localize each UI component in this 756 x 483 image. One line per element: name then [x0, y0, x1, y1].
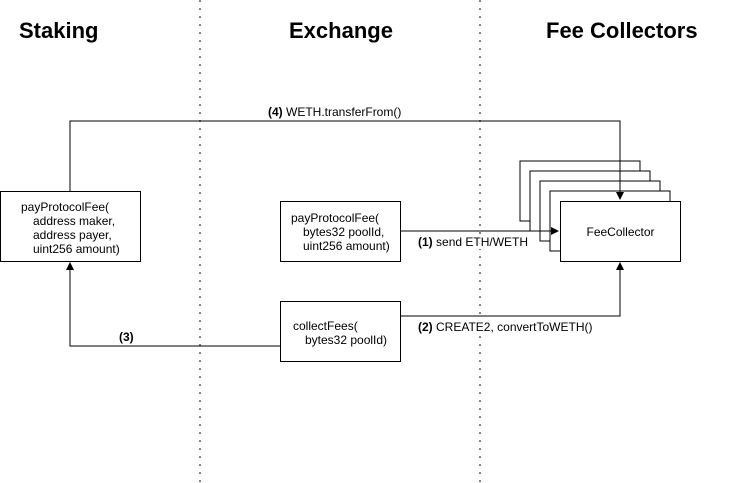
exchange-pay-protocol-fee-box[interactable]: payProtocolFee( bytes32 poolId, uint256 …: [280, 201, 401, 262]
exchange-pay-box-line-1: payProtocolFee(: [291, 211, 380, 225]
collect-box-line-1: collectFees(: [293, 319, 358, 333]
edge-2-line: [400, 262, 624, 317]
staking-box-line-4: uint256 amount): [33, 242, 120, 256]
collect-box-line-2: bytes32 poolId): [305, 333, 388, 347]
edge-1-number: (1): [418, 235, 433, 249]
edge-1-text: send ETH/WETH: [436, 235, 529, 249]
edge-2-number: (2): [418, 320, 433, 334]
edge-3-number: (3): [119, 330, 134, 344]
edge-3-label: (3): [119, 330, 134, 344]
edge-1-label: (1) send ETH/WETH: [418, 235, 529, 249]
lane-title-exchange: Exchange: [289, 18, 393, 43]
edge-4-number: (4): [268, 105, 283, 119]
staking-box-line-2: address maker,: [33, 214, 116, 228]
exchange-pay-box-line-2: bytes32 poolId,: [303, 225, 385, 239]
staking-box-line-3: address payer,: [33, 228, 112, 242]
staking-pay-protocol-fee-box[interactable]: payProtocolFee( address maker, address p…: [0, 191, 141, 262]
edge-2-label: (2) CREATE2, convertToWETH(): [418, 320, 593, 334]
edge-2-text: CREATE2, convertToWETH(): [436, 320, 593, 334]
edge-4-line: [69, 120, 624, 200]
fee-collector-box[interactable]: FeeCollector: [560, 201, 681, 262]
edge-3-line: [66, 262, 280, 347]
edge-4-label: (4) WETH.transferFrom(): [268, 105, 402, 119]
lane-title-fee-collectors: Fee Collectors: [546, 18, 698, 43]
staking-box-line-1: payProtocolFee(: [21, 200, 110, 214]
edge-4-text: WETH.transferFrom(): [286, 105, 402, 119]
exchange-collect-fees-box[interactable]: collectFees( bytes32 poolId): [280, 301, 401, 362]
fee-collector-label: FeeCollector: [586, 224, 655, 239]
exchange-pay-box-line-3: uint256 amount): [303, 239, 390, 253]
lane-title-staking: Staking: [19, 18, 99, 43]
